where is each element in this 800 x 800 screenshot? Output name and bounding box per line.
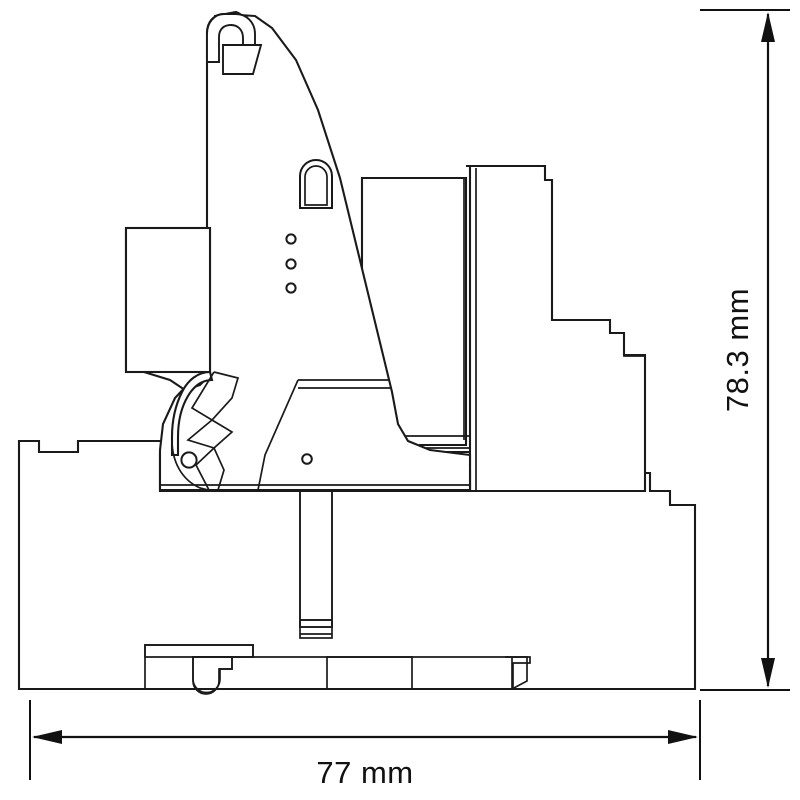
horiz-dim-arrow-right	[668, 730, 698, 744]
center-pin-shaft	[299, 488, 333, 628]
housing-inner-slope-line	[298, 379, 392, 389]
left-lever-linkage	[186, 371, 216, 491]
left-pivot-hole	[180, 451, 198, 469]
din-rail-right-notch	[505, 656, 531, 688]
horiz-dim-arrow-left	[32, 730, 62, 744]
led-hole-3	[285, 282, 297, 294]
left-rear-block-rect	[124, 226, 212, 374]
led-hole-1	[285, 233, 297, 245]
lever-hook-window	[222, 44, 263, 75]
led-hole-2	[285, 258, 297, 270]
vert-dim-arrow-top	[761, 12, 775, 42]
height-dimension-label: 78.3 mm	[720, 288, 755, 412]
left-lever-bottom-curve	[171, 439, 209, 491]
test-button-slot	[299, 159, 333, 209]
left-lever-linkage-2	[210, 371, 240, 491]
terminal-block-stepped-profile	[466, 164, 647, 493]
center-pin-tip-box	[299, 619, 333, 639]
terminal-block-step-lines	[551, 180, 645, 357]
din-rail-clip-hook	[192, 656, 233, 694]
vert-dim-arrow-bottom	[761, 658, 775, 688]
test-button-slot-inner	[304, 165, 328, 206]
width-dimension-label: 77 mm	[316, 755, 413, 790]
housing-lower-wedge	[257, 379, 299, 491]
left-release-lever	[170, 370, 214, 457]
center-pivot-hole	[301, 453, 313, 465]
